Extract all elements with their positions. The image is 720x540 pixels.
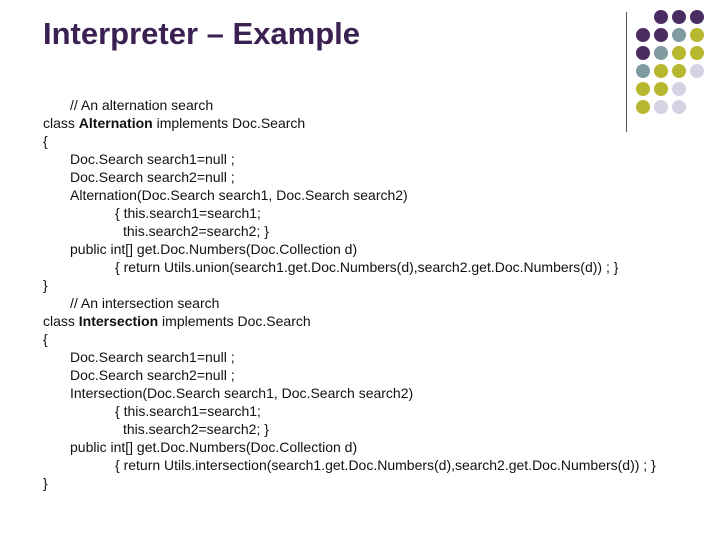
class-keyword: class (43, 313, 79, 329)
decorative-dot (672, 100, 686, 114)
constructor-signature: Alternation(Doc.Search search1, Doc.Sear… (70, 187, 408, 203)
class-name-alternation: Alternation (78, 115, 153, 131)
constructor-signature: Intersection(Doc.Search search1, Doc.Sea… (70, 385, 414, 401)
close-brace: } (43, 475, 48, 491)
decorative-dot (636, 28, 650, 42)
implements-clause: implements Doc.Search (152, 115, 306, 131)
code-line: { this.search1=search1; (115, 403, 261, 419)
decorative-dot (690, 28, 704, 42)
method-signature: public int[] get.Doc.Numbers(Doc.Collect… (70, 241, 358, 257)
decorative-dot (654, 100, 668, 114)
decorative-dot (672, 82, 686, 96)
slide-title: Interpreter – Example (43, 16, 361, 51)
decorative-dot (654, 64, 668, 78)
decorative-dot (672, 64, 686, 78)
code-line: Doc.Search search1=null ; (70, 151, 235, 167)
decorative-dot (654, 28, 668, 42)
method-body: { return Utils.union(search1.get.Doc.Num… (115, 259, 619, 275)
class-declaration-intersection: class Intersection implements Doc.Search (43, 312, 656, 330)
decorative-dot (654, 82, 668, 96)
class-keyword: class (43, 115, 79, 131)
method-body: { return Utils.intersection(search1.get.… (115, 457, 656, 473)
method-signature: public int[] get.Doc.Numbers(Doc.Collect… (70, 439, 358, 455)
code-line: this.search2=search2; } (123, 223, 269, 239)
decorative-dot (672, 10, 686, 24)
decorative-dot (690, 64, 704, 78)
close-brace: } (43, 277, 48, 293)
class-declaration-alternation: class Alternation implements Doc.Search (43, 114, 656, 132)
decorative-dot (690, 46, 704, 60)
implements-clause: implements Doc.Search (158, 313, 311, 329)
open-brace: { (43, 331, 48, 347)
code-line: { this.search1=search1; (115, 205, 261, 221)
decorative-dot (636, 64, 650, 78)
decorative-dot (654, 10, 668, 24)
open-brace: { (43, 133, 48, 149)
decorative-dot (636, 82, 650, 96)
code-line: Doc.Search search1=null ; (70, 349, 235, 365)
class-name-intersection: Intersection (78, 313, 159, 329)
code-block: // An alternation search class Alternati… (43, 96, 656, 492)
decorative-dot (636, 46, 650, 60)
code-line: this.search2=search2; } (123, 421, 269, 437)
decorative-dot (672, 46, 686, 60)
code-line: Doc.Search search2=null ; (70, 367, 235, 383)
decorative-dot (672, 28, 686, 42)
decorative-dot (690, 10, 704, 24)
code-comment-intersection: // An intersection search (70, 295, 220, 311)
code-comment-alternation: // An alternation search (70, 97, 214, 113)
decorative-dot (654, 46, 668, 60)
decorative-divider (626, 12, 627, 132)
code-line: Doc.Search search2=null ; (70, 169, 235, 185)
